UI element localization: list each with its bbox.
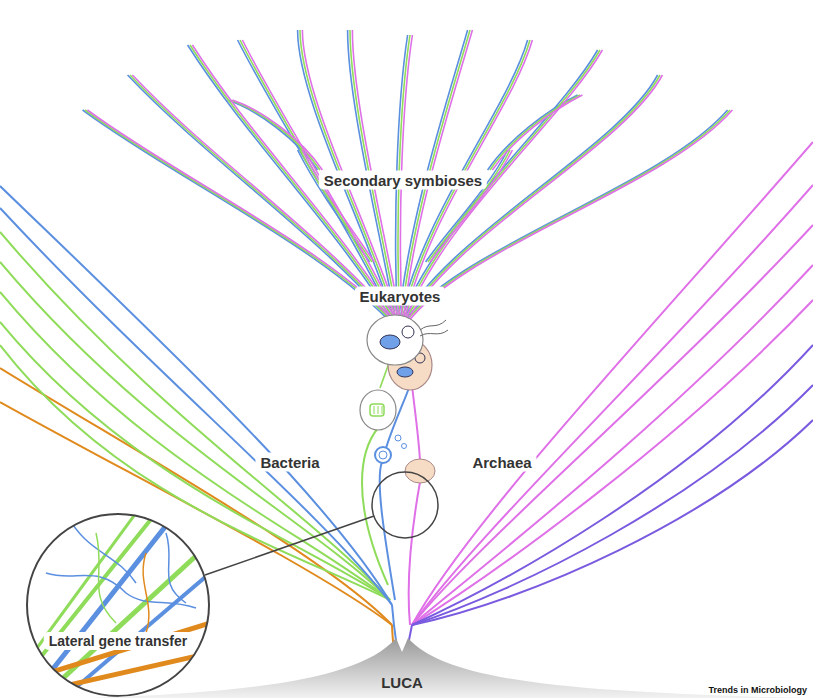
lateral-transfer-inset: Lateral gene transfer bbox=[26, 513, 210, 697]
luca-root: LUCA bbox=[0, 630, 805, 698]
cell-icons bbox=[360, 315, 448, 483]
magnifier-line bbox=[205, 516, 374, 575]
group-label: Bacteria bbox=[255, 453, 324, 472]
journal-watermark: Trends in Microbiology bbox=[706, 685, 809, 695]
group-label: Archaea bbox=[467, 453, 536, 472]
group-label: Eukaryotes bbox=[355, 287, 446, 306]
lateral-transfer-inset-outline bbox=[26, 513, 210, 697]
node-label: LUCA bbox=[376, 673, 428, 692]
node-label: Lateral gene transfer bbox=[44, 632, 193, 650]
magnifier-circle bbox=[372, 472, 438, 538]
group-label: Secondary symbioses bbox=[319, 171, 487, 190]
